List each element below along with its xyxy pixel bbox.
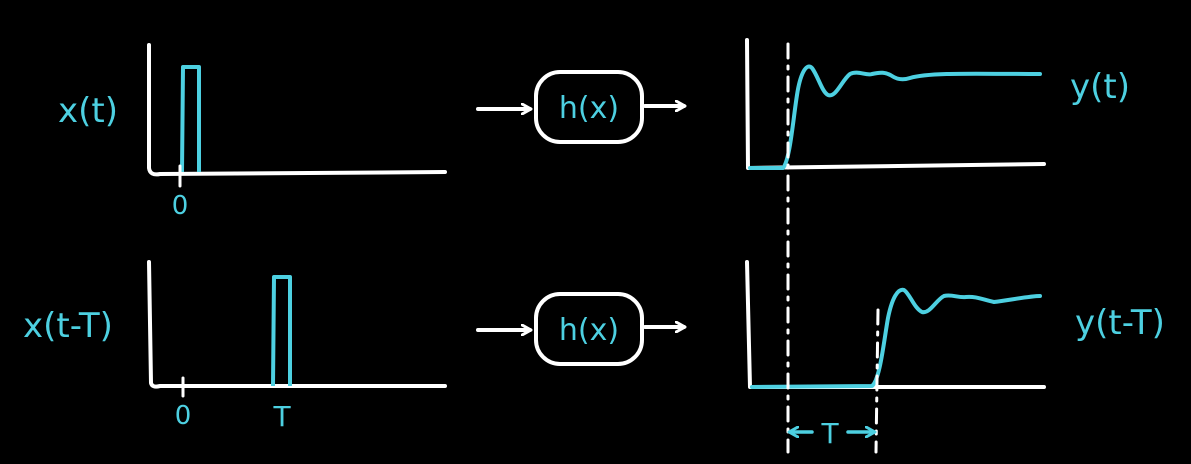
output-axes-top [745,38,1046,170]
input-pulse-bottom [271,275,292,387]
input-label-top: x(t) [58,91,118,131]
output-response-top [748,64,1042,170]
output-label-bottom: y(t-T) [1075,303,1165,343]
system-block-bottom [534,292,644,366]
input-axes-bottom [147,260,447,389]
system-label-top: h(x) [559,91,619,126]
system-label-bottom: h(x) [559,313,619,348]
tick-label-zero-bottom: 0 [175,401,192,431]
input-label-bottom: x(t-T) [23,306,113,346]
output-label-top: y(t) [1070,67,1130,107]
input-pulse-top [180,65,201,173]
output-axes-bottom [745,260,1046,389]
system-block-top [534,70,644,144]
output-response-bottom [750,287,1042,389]
tick-label-shift-bottom: T [272,400,291,433]
tick-label-zero-top: 0 [172,191,189,221]
delay-label: T [820,417,839,450]
input-axes-top [147,43,447,177]
reference-line-shift [874,308,880,454]
